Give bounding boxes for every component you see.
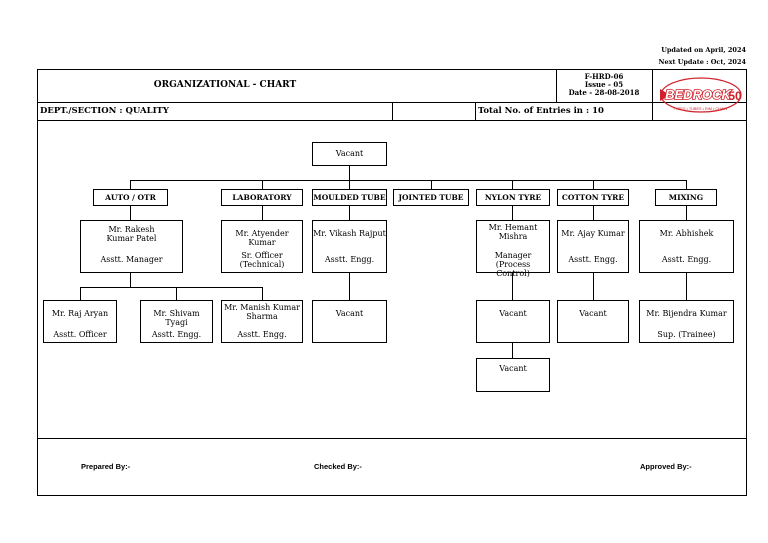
section-laboratory: LABORATORY: [221, 189, 303, 206]
connector-nylon-lvl3: [512, 343, 513, 358]
connector-nylon: [512, 180, 513, 189]
chart-frame: [37, 69, 747, 496]
connector-auto-lvl1: [130, 206, 131, 220]
person-designation: Asstt. Manager: [100, 255, 163, 264]
section-cotton-tyre: COTTON TYRE: [557, 189, 629, 206]
total-entries: Total No. of Entries in : 10: [478, 106, 604, 116]
logo-wordmark: BEDROCK: [665, 87, 732, 102]
top-position-box: Vacant: [312, 142, 387, 166]
person-designation: Asstt. Officer: [53, 330, 107, 339]
person-box-atyender: Mr. Atyender Kumar Sr. Officer (Technica…: [221, 220, 303, 273]
connector-nylon-lvl1: [512, 206, 513, 220]
connector-jointed: [431, 180, 432, 189]
bedrock-logo-icon: BEDROCK 50 TYRES • TUBES • RIM • CHAIN: [660, 77, 742, 113]
person-designation: Sr. Officer (Technical): [239, 251, 285, 269]
person-name: Vacant: [579, 309, 607, 318]
connector-raj: [80, 287, 81, 300]
person-name: Mr. Atyender Kumar: [235, 229, 289, 247]
person-box-bijendra: Mr. Bijendra Kumar Sup. (Trainee): [639, 300, 734, 343]
person-designation: Asstt. Engg.: [324, 255, 375, 264]
section-mixing: MIXING: [655, 189, 717, 206]
person-name: Vacant: [499, 364, 527, 373]
approved-by-label: Approved By:-: [640, 462, 692, 471]
company-logo: BEDROCK 50 TYRES • TUBES • RIM • CHAIN: [656, 73, 744, 117]
person-box-rakesh: Mr. Rakesh Kumar Patel Asstt. Manager: [80, 220, 183, 273]
person-name: Mr. Bijendra Kumar: [646, 309, 727, 318]
person-box-manish: Mr. Manish Kumar Sharma Asstt. Engg.: [221, 300, 303, 343]
connector-lab: [262, 180, 263, 189]
logo-tagline: TYRES • TUBES • RIM • CHAIN: [673, 107, 728, 111]
person-box-moulded-vacant: Vacant: [312, 300, 387, 343]
person-box-cotton-vacant: Vacant: [557, 300, 629, 343]
dept-divider-a: [392, 102, 393, 120]
person-name: Mr. Ajay Kumar: [561, 229, 625, 238]
section-nylon-tyre: NYLON TYRE: [476, 189, 550, 206]
person-name: Mr. Hemant Mishra: [488, 223, 538, 241]
connector-top: [349, 166, 350, 180]
connector-auto-bus: [80, 287, 263, 288]
person-name: Mr. Raj Aryan: [51, 309, 109, 318]
updated-on-text: Updated on April, 2024: [661, 46, 746, 54]
total-entries-value: 10: [592, 106, 604, 116]
person-name: Mr. Shivam Tyagi: [153, 309, 200, 327]
connector-lab-lvl1: [262, 206, 263, 220]
connector-mixing-lvl2: [686, 273, 687, 300]
checked-by-label: Checked By:-: [314, 462, 362, 471]
connector-section-bus: [130, 180, 686, 181]
connector-moulded-lvl1: [349, 206, 350, 220]
total-entries-label: Total No. of Entries in :: [478, 106, 590, 116]
connector-auto: [130, 180, 131, 189]
person-box-abhishek: Mr. Abhishek Asstt. Engg.: [639, 220, 734, 273]
connector-shivam: [176, 287, 177, 300]
person-designation: Asstt. Engg.: [237, 330, 287, 339]
connector-cotton-lvl2: [593, 273, 594, 300]
person-name: Vacant: [499, 309, 527, 318]
section-jointed-tube: JOINTED TUBE: [393, 189, 469, 206]
person-name: Mr. Manish Kumar Sharma: [224, 303, 300, 321]
section-moulded-tube: MOULDED TUBE: [312, 189, 387, 206]
logo-badge: 50: [728, 89, 742, 103]
form-code: F-HRD-06: [584, 72, 624, 81]
connector-mixing: [686, 180, 687, 189]
document-code: F-HRD-06 Issue - 05 Date - 28-08-2018: [556, 73, 652, 97]
code-divider-right: [652, 69, 653, 120]
dept-section: DEPT./SECTION : QUALITY: [40, 106, 169, 116]
connector-manish: [262, 287, 263, 300]
person-box-shivam: Mr. Shivam Tyagi Asstt. Engg.: [140, 300, 213, 343]
person-name: Mr. Vikash Rajput: [313, 229, 386, 238]
person-box-hemant: Mr. Hemant Mishra Manager (Process Contr…: [476, 220, 550, 278]
person-designation: Sup. (Trainee): [657, 330, 716, 339]
section-auto-otr: AUTO / OTR: [93, 189, 168, 206]
connector-moulded-lvl2: [349, 273, 350, 300]
connector-mixing-lvl1: [686, 206, 687, 220]
connector-cotton-lvl1: [593, 206, 594, 220]
issue-date: Date - 28-08-2018: [568, 88, 640, 97]
person-box-raj: Mr. Raj Aryan Asstt. Officer: [43, 300, 117, 343]
top-position-name: Vacant: [335, 149, 364, 158]
connector-nylon-lvl2: [512, 273, 513, 300]
person-box-ajay: Mr. Ajay Kumar Asstt. Engg.: [557, 220, 629, 273]
dept-divider-b: [475, 102, 476, 120]
code-divider-left: [556, 69, 557, 102]
person-designation: Asstt. Engg.: [151, 330, 202, 339]
next-update-text: Next Update : Oct, 2024: [658, 58, 747, 66]
person-name: Vacant: [335, 309, 364, 318]
person-name: Mr. Abhishek: [659, 229, 714, 238]
dept-divider: [37, 120, 747, 121]
person-box-nylon-vacant-1: Vacant: [476, 300, 550, 343]
person-box-nylon-vacant-2: Vacant: [476, 358, 550, 392]
connector-auto-lvl2: [130, 273, 131, 287]
connector-cotton: [593, 180, 594, 189]
person-designation: Asstt. Engg.: [568, 255, 618, 264]
page-title: ORGANIZATIONAL - CHART: [153, 80, 297, 90]
person-box-vikash: Mr. Vikash Rajput Asstt. Engg.: [312, 220, 387, 273]
issue-number: Issue - 05: [584, 80, 624, 89]
person-designation: Asstt. Engg.: [661, 255, 712, 264]
footer-divider: [37, 438, 747, 439]
connector-moulded: [349, 180, 350, 189]
person-name: Mr. Rakesh Kumar Patel: [106, 225, 157, 243]
person-designation: Manager (Process Control): [494, 251, 532, 278]
prepared-by-label: Prepared By:-: [81, 462, 131, 471]
